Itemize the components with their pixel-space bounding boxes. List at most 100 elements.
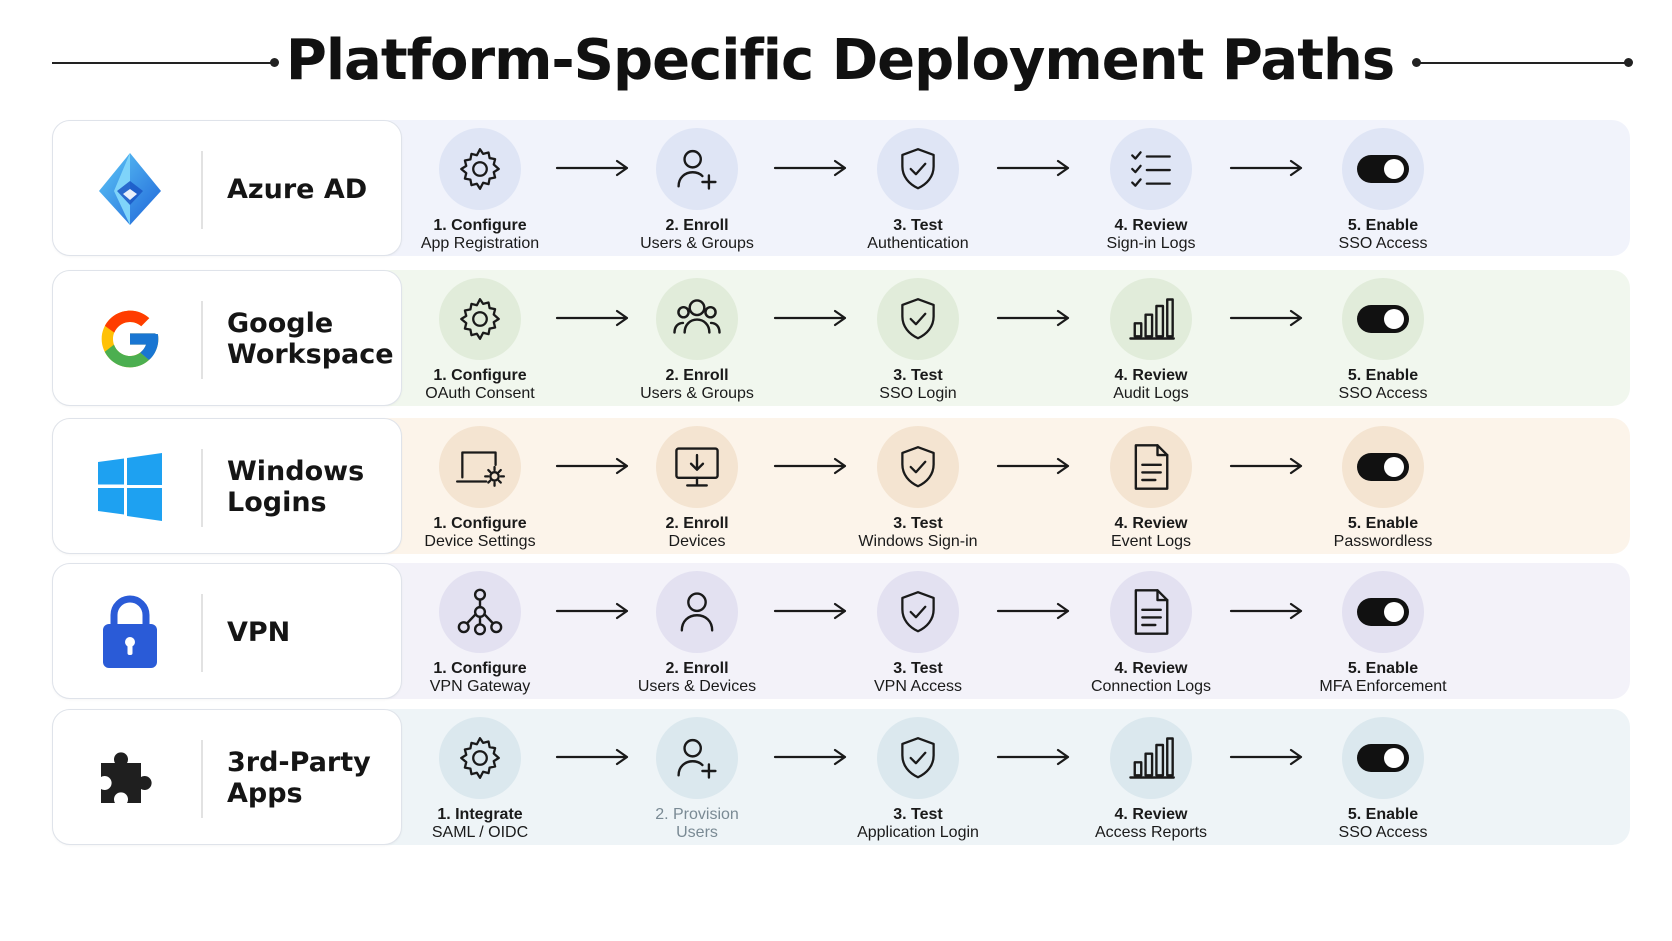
step-title: 5. Enable — [1347, 367, 1419, 384]
step-title: 4. Review — [1114, 367, 1188, 384]
step-subtitle: MFA Enforcement — [1319, 678, 1447, 695]
arrow-right-icon — [1229, 309, 1303, 327]
step-subtitle: Devices — [668, 533, 726, 550]
arrow-right-icon — [1229, 748, 1303, 766]
step-subtitle: Event Logs — [1110, 533, 1192, 550]
platform-name: Windows Logins — [227, 456, 365, 518]
step-subtitle: Application Login — [857, 824, 979, 841]
step-title: 1. Configure — [433, 660, 527, 677]
step-title: 3. Test — [893, 806, 943, 823]
step-title: 4. Review — [1114, 660, 1188, 677]
azure-ad-logo — [91, 149, 169, 229]
step-title: 4. Review — [1114, 515, 1188, 532]
step-subtitle: SAML / OIDC — [431, 824, 529, 841]
step-subtitle: Users & Groups — [640, 385, 754, 402]
title-row: Platform-Specific Deployment Paths — [0, 22, 1672, 102]
step-title: 2. Enroll — [665, 217, 729, 234]
platform-divider — [201, 151, 203, 229]
step-subtitle: Users & Devices — [637, 678, 757, 695]
platform-name: 3rd-Party Apps — [227, 747, 371, 809]
document-icon — [1110, 426, 1192, 508]
arrow-right-icon — [1229, 457, 1303, 475]
arrow-right-icon — [773, 309, 847, 327]
platform-card: Azure AD — [52, 120, 402, 256]
platform-divider — [201, 594, 203, 672]
title-rule-left — [52, 62, 274, 64]
arrow-right-icon — [996, 309, 1070, 327]
platform-divider — [201, 301, 203, 379]
title-rule-right-end-dot — [1624, 58, 1633, 67]
step-subtitle: Users — [676, 824, 718, 841]
shield-check-icon — [877, 717, 959, 799]
step-title: 2. Enroll — [665, 367, 729, 384]
step-title: 1. Configure — [433, 515, 527, 532]
toggle-icon — [1342, 571, 1424, 653]
step-subtitle: SSO Login — [879, 385, 957, 402]
platform-card: 3rd-Party Apps — [52, 709, 402, 845]
page-title: Platform-Specific Deployment Paths — [285, 28, 1395, 93]
arrow-right-icon — [996, 457, 1070, 475]
step-subtitle: Device Settings — [424, 533, 536, 550]
title-rule-left-dot — [270, 58, 279, 67]
platform-card: Google Workspace — [52, 270, 402, 406]
arrow-right-icon — [1229, 602, 1303, 620]
arrow-right-icon — [555, 159, 629, 177]
step-subtitle: Connection Logs — [1090, 678, 1212, 695]
gear-icon — [439, 128, 521, 210]
arrow-right-icon — [555, 748, 629, 766]
step-subtitle: Users & Groups — [640, 235, 754, 252]
platform-name: VPN — [227, 616, 291, 648]
puzzle-logo — [91, 738, 169, 818]
step-title: 3. Test — [893, 217, 943, 234]
toggle-icon — [1342, 278, 1424, 360]
step-title: 3. Test — [893, 367, 943, 384]
step-title: 3. Test — [893, 515, 943, 532]
step-subtitle: Sign-in Logs — [1106, 235, 1196, 252]
step-title: 5. Enable — [1347, 515, 1419, 532]
platform-card: VPN — [52, 563, 402, 699]
arrow-right-icon — [555, 602, 629, 620]
step-subtitle: Authentication — [867, 235, 969, 252]
gear-icon — [439, 717, 521, 799]
users-icon — [656, 278, 738, 360]
gear-icon — [439, 278, 521, 360]
monitor-download-icon — [656, 426, 738, 508]
toggle-icon — [1342, 426, 1424, 508]
arrow-right-icon — [555, 309, 629, 327]
step-subtitle: VPN Access — [873, 678, 963, 695]
arrow-right-icon — [773, 159, 847, 177]
arrow-right-icon — [1229, 159, 1303, 177]
arrow-right-icon — [996, 602, 1070, 620]
platform-divider — [201, 449, 203, 527]
bar-chart-icon — [1110, 717, 1192, 799]
laptop-gear-icon — [439, 426, 521, 508]
step-subtitle: App Registration — [420, 235, 540, 252]
step-title: 2. Enroll — [665, 515, 729, 532]
padlock-logo — [91, 592, 169, 672]
arrow-right-icon — [555, 457, 629, 475]
step-title: 5. Enable — [1347, 660, 1419, 677]
document-icon — [1110, 571, 1192, 653]
